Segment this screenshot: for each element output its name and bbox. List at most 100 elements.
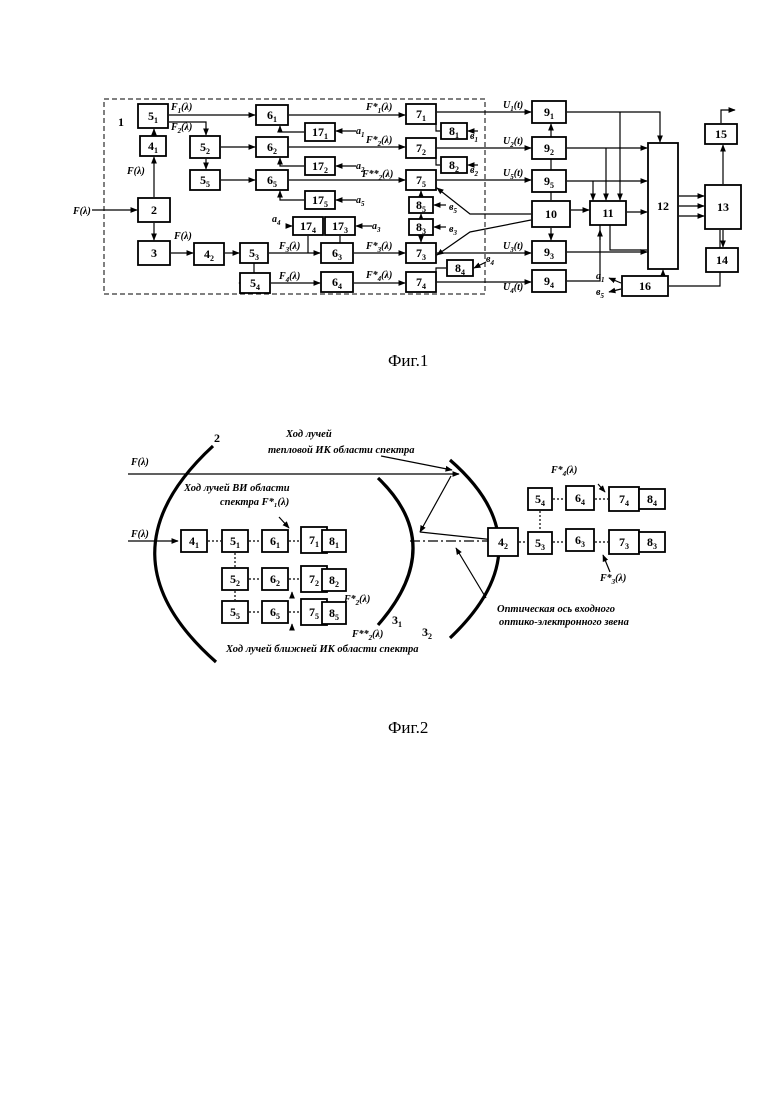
block-13: 13: [705, 185, 741, 229]
signal-label-f_in: F(λ): [72, 206, 91, 217]
signal-label-fs1: F*1(λ): [365, 102, 392, 115]
connection-line: [567, 112, 660, 142]
signal-label-u2: U2(t): [503, 136, 523, 149]
block-17-2: 172: [305, 157, 335, 175]
note-axis-1: Оптическая ось входного: [497, 604, 615, 615]
block-label: 3: [151, 246, 157, 260]
connection-line: [280, 126, 304, 132]
signal-label-a1: a1: [356, 126, 365, 139]
block-7-3: 73: [406, 243, 436, 263]
block-8-2: 82: [441, 157, 467, 174]
mirror-label-m2: 2: [214, 431, 220, 445]
block-8-4: 84: [639, 489, 665, 509]
block-7-2: 72: [406, 138, 436, 158]
block-15: 15: [705, 124, 737, 144]
block-4-2: 42: [194, 243, 224, 265]
fig1-group-label: 1: [118, 115, 124, 129]
block-9-4: 94: [532, 270, 566, 292]
block-6-1: 61: [262, 530, 288, 552]
block-8-5: 85: [409, 197, 433, 214]
block-12: 12: [648, 143, 678, 269]
block-9-2: 92: [532, 137, 566, 159]
signal-label-fs2: F*2(λ): [365, 135, 392, 148]
block-11: 11: [590, 201, 626, 225]
signal-label-v5b: в5: [596, 287, 604, 300]
block-5-1: 51: [222, 530, 248, 552]
block-label: 14: [716, 253, 728, 267]
signal-label-fs4: F*4(λ): [365, 270, 392, 283]
connection-line: [280, 191, 304, 200]
signal-label-a4: a4: [272, 214, 281, 227]
block-4-1: 41: [181, 530, 207, 552]
signal-label-v1: в1: [470, 131, 478, 144]
block-6-5: 65: [256, 170, 288, 190]
signal-label-f4: F4(λ): [278, 271, 300, 284]
signal-label-f2: F2(λ): [170, 122, 192, 135]
note-vis-2: спектра F*₁(λ): [220, 497, 289, 508]
connection-line: [609, 289, 621, 292]
block-6-2: 62: [262, 568, 288, 590]
block-5-1: 51: [138, 104, 168, 128]
block-8-1: 81: [322, 530, 346, 552]
signal-label-v3: в3: [449, 224, 457, 237]
block-16: 16: [622, 276, 668, 296]
signal-label-u1: U1(t): [503, 100, 523, 113]
block-6-3: 63: [321, 243, 353, 263]
block-8-5: 85: [322, 602, 346, 624]
mirror-2: [155, 446, 216, 662]
signal-label-f_down: F(λ): [173, 231, 192, 242]
signal-label-f1: F1(λ): [170, 102, 192, 115]
signal-label-a3: a3: [372, 221, 381, 234]
axis-note-pointer: [456, 548, 486, 598]
mirror-label-m3_2: 32: [422, 625, 432, 641]
signal-label-fs3: F*3(λ): [599, 573, 626, 586]
block-8-3: 83: [409, 219, 433, 236]
signal-label-f_axis: F(λ): [130, 529, 149, 540]
block-10: 10: [532, 201, 570, 227]
block-4-1: 41: [140, 136, 166, 156]
block-6-2: 62: [256, 137, 288, 157]
signal-label-a2: a2: [356, 161, 365, 174]
block-4-2: 42: [488, 528, 518, 556]
fig2-optics: [128, 446, 499, 662]
note-thermal-1: Ход лучей: [285, 429, 332, 440]
block-9-3: 93: [532, 241, 566, 263]
connection-line: [436, 158, 440, 165]
block-5-2: 52: [222, 568, 248, 590]
block-5-3: 53: [528, 532, 552, 554]
connection-line: [436, 268, 446, 283]
block-8-2: 82: [322, 569, 346, 591]
signal-label-fs4: F*4(λ): [550, 465, 577, 478]
pointer-fs4: [598, 484, 605, 492]
block-label: 16: [639, 279, 651, 293]
fig2-caption: Фиг.2: [388, 718, 428, 737]
block-5-4: 54: [240, 273, 270, 293]
ray-to-4-2: [420, 532, 495, 540]
block-9-5: 95: [532, 170, 566, 192]
block-label: 12: [657, 199, 669, 213]
block-8-3: 83: [639, 532, 665, 552]
block-17-4: 174: [293, 217, 323, 235]
block-7-1: 71: [406, 104, 436, 124]
pointer-fs3: [603, 555, 610, 572]
note-thermal-2: тепловой ИК области спектра: [268, 445, 415, 456]
fig1-caption: Фиг.1: [388, 351, 428, 370]
block-14: 14: [706, 248, 738, 272]
signal-label-a1b: a1: [596, 271, 605, 284]
block-label: 2: [151, 203, 157, 217]
signal-label-fs3: F*3(λ): [365, 241, 392, 254]
signal-label-fss2: F**2(λ): [351, 629, 383, 642]
connection-line: [610, 225, 647, 250]
block-17-5: 175: [305, 191, 335, 209]
connection-line: [436, 124, 440, 131]
connection-line: [280, 158, 304, 166]
fig1-blocks: 5141234252555354616265636417117217517417…: [138, 101, 741, 296]
block-6-3: 63: [566, 529, 594, 551]
signal-label-f3: F3(λ): [278, 241, 300, 254]
input-arrow: [474, 262, 486, 268]
block-6-4: 64: [321, 272, 353, 292]
block-label: 10: [545, 207, 557, 221]
block-7-4: 74: [609, 487, 639, 511]
block-6-5: 65: [262, 601, 288, 623]
